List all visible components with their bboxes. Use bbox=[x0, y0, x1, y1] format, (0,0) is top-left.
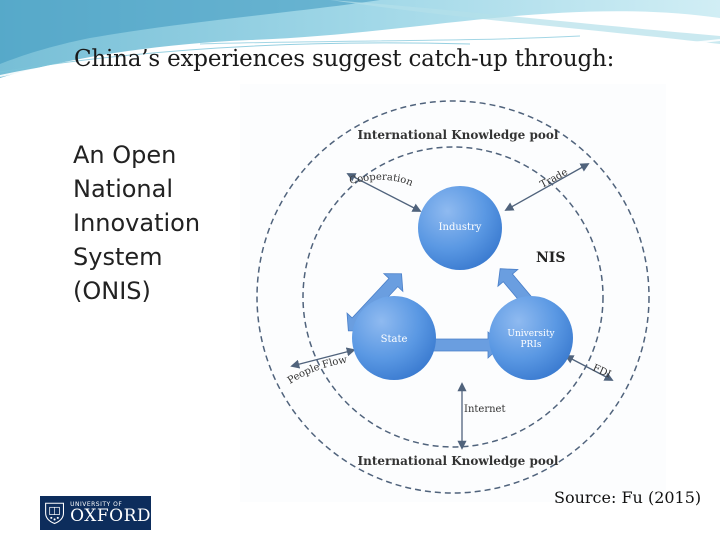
state-node bbox=[352, 296, 436, 380]
oxford-university-of: UNIVERSITY OF bbox=[70, 500, 123, 508]
nis-label: NIS bbox=[536, 250, 565, 266]
diagram-background bbox=[240, 84, 666, 502]
inner-circle bbox=[302, 146, 604, 448]
onis-line: Innovation bbox=[73, 209, 201, 237]
slide-title: China’s experiences suggest catch-up thr… bbox=[74, 46, 615, 72]
fdi-arrow bbox=[564, 355, 614, 381]
onis-line: (ONIS) bbox=[73, 277, 151, 305]
knowledge-pool-top-label: International Knowledge pool bbox=[358, 128, 559, 142]
oxford-logo: UNIVERSITY OF OXFORD bbox=[40, 496, 151, 530]
source-citation: Source: Fu (2015) bbox=[554, 488, 702, 507]
onis-label: An Open National Innovation System (ONIS… bbox=[73, 138, 200, 308]
outer-circle bbox=[256, 100, 650, 494]
onis-diagram: International Knowledge pool Internation… bbox=[240, 84, 666, 502]
knowledge-pool-bottom-label: International Knowledge pool bbox=[358, 454, 559, 468]
onis-line: An Open bbox=[73, 141, 177, 169]
onis-line: National bbox=[73, 175, 174, 203]
onis-line: System bbox=[73, 243, 163, 271]
cooperation-arrow bbox=[346, 173, 422, 212]
pris-label: PRIs bbox=[520, 340, 541, 350]
trade-arrow bbox=[504, 163, 590, 211]
people-flow-arrow bbox=[290, 347, 356, 369]
industry-node bbox=[418, 186, 502, 270]
university-label: University bbox=[507, 329, 555, 339]
industry-label: Industry bbox=[439, 222, 482, 233]
header-wave-decoration bbox=[0, 0, 720, 78]
oxford-crest-icon bbox=[45, 502, 64, 525]
internet-label: Internet bbox=[464, 404, 505, 415]
oxford-name: OXFORD bbox=[70, 505, 151, 526]
university-node bbox=[489, 296, 573, 380]
state-label: State bbox=[381, 334, 408, 345]
